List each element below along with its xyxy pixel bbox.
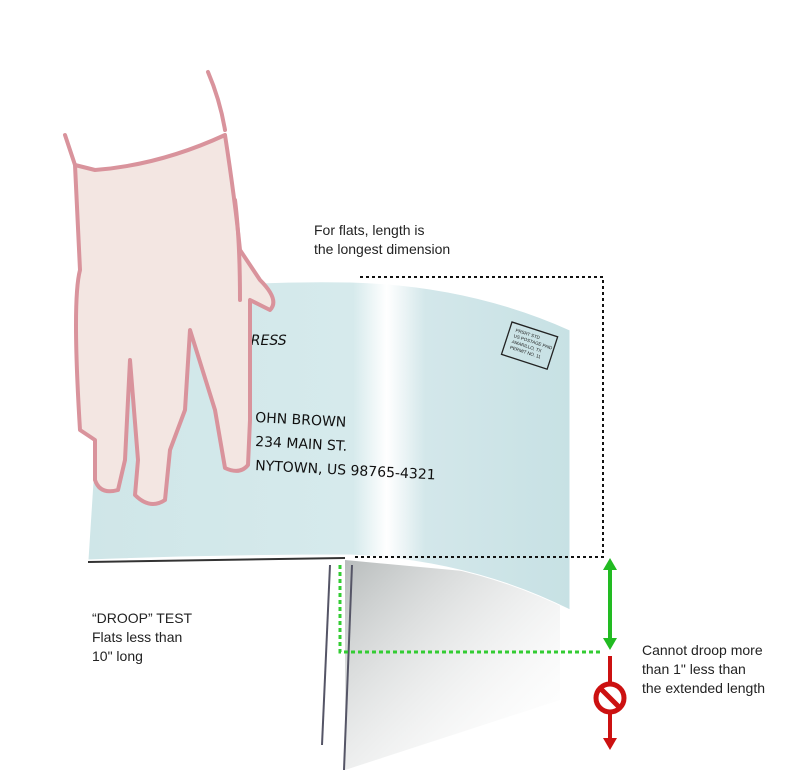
extended-length-outline xyxy=(352,276,604,558)
droop-edge xyxy=(321,564,331,746)
drooping-flap-shadow xyxy=(345,560,560,770)
hand xyxy=(63,70,276,506)
excessive-droop-arrow xyxy=(593,656,627,750)
droop-edge xyxy=(343,564,353,771)
allowed-droop-arrow xyxy=(603,558,617,650)
droop-outline xyxy=(338,565,603,654)
address-line: OHN BROWN xyxy=(255,410,347,431)
prohibited-icon xyxy=(593,681,627,715)
address-line: 234 MAIN ST. xyxy=(255,434,348,455)
